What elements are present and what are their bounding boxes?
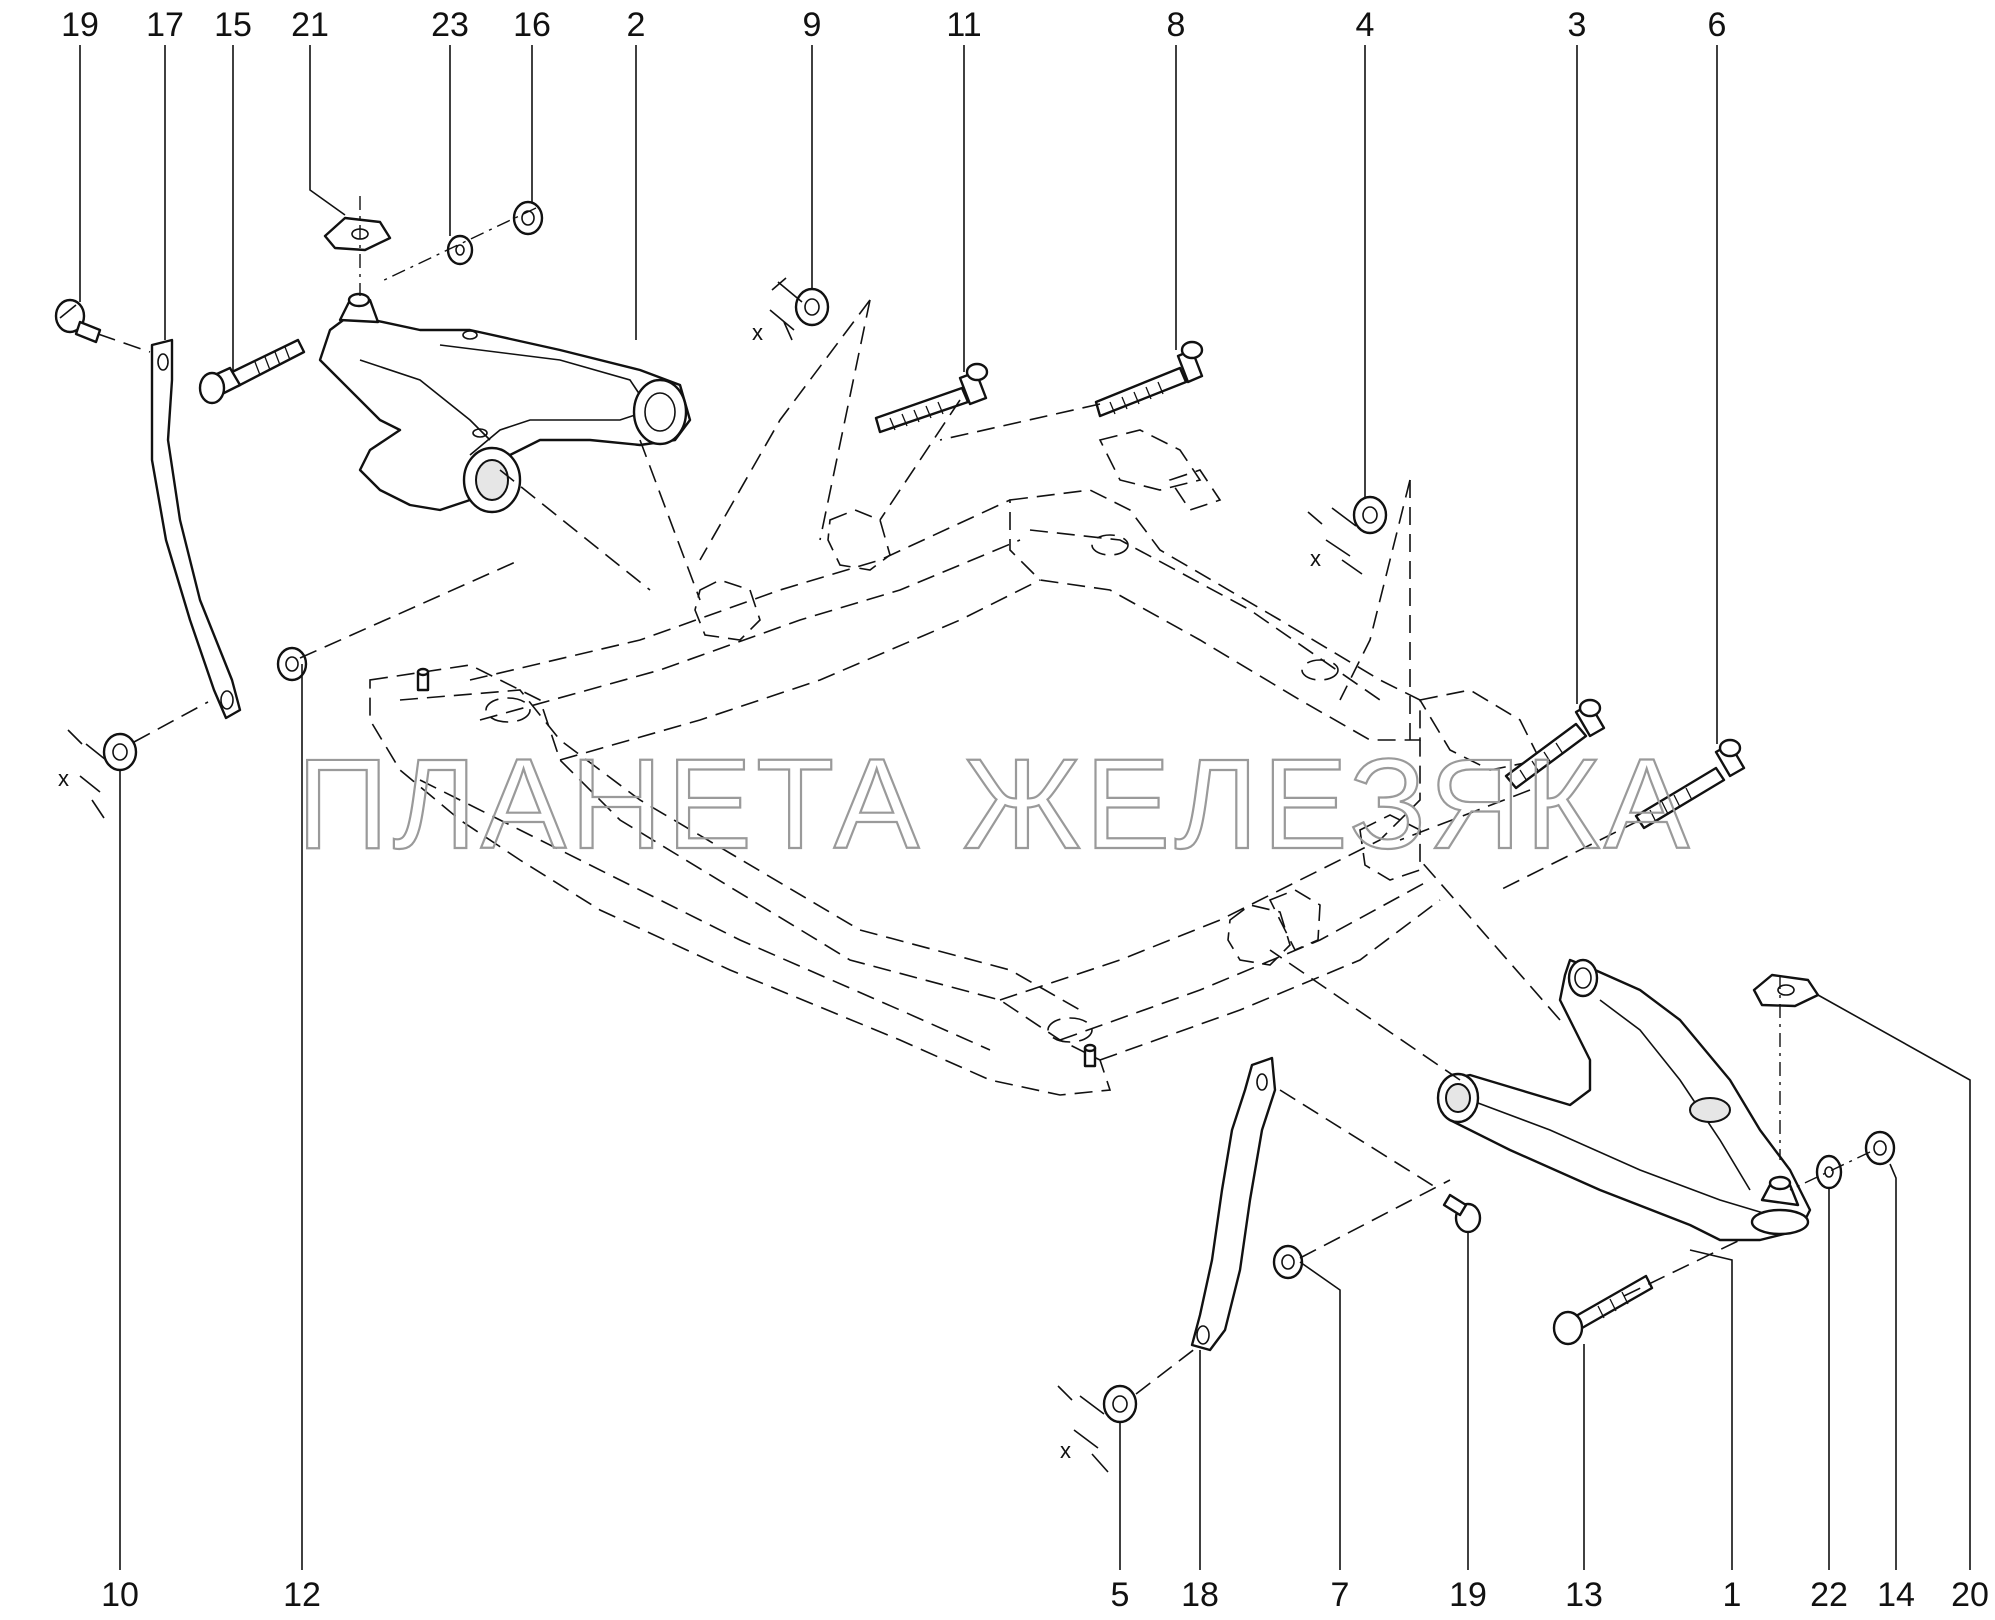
callout-leaders [79,45,1971,1570]
callout-label: 11 [946,6,981,44]
nut-5 [1102,1384,1138,1424]
callout-label: 13 [1565,1576,1603,1614]
dimension-label: x [1060,1438,1071,1463]
callout-label: 20 [1951,1576,1989,1614]
nut-12 [276,646,308,682]
nut-10 [102,732,138,772]
bolt-8 [1094,340,1204,418]
left-lower-control-arm [318,292,692,514]
bolt-13 [1552,1274,1654,1346]
dimension-mark-nut-10: x [58,729,107,819]
callout-label: 10 [101,1576,139,1614]
callout-label: 23 [431,6,469,44]
nut-14 [1864,1130,1896,1166]
right-lower-control-arm [1436,958,1812,1242]
dimension-mark-nut-4: x [1307,507,1363,575]
plate-21 [323,216,392,252]
dimension-marks: x x x x [58,277,1363,1473]
bolt-6 [1634,738,1746,830]
callout-label: 19 [61,6,99,44]
washer-23 [446,234,474,266]
bolt-3 [1504,698,1606,790]
callout-label: 6 [1708,6,1727,44]
nut-9 [794,287,830,327]
dimension-label: x [58,766,69,791]
callout-label: 22 [1810,1576,1848,1614]
left-stabilizer-link [150,338,242,720]
callout-label: 7 [1331,1576,1350,1614]
callout-label: 2 [627,6,646,44]
watermark: ПЛАНЕТА ЖЕЛЕЗЯКА [297,733,1693,876]
right-stabilizer-link [1190,1056,1277,1352]
callout-label: 18 [1181,1576,1219,1614]
dimension-mark-nut-5: x [1057,1385,1109,1473]
callout-label: 4 [1356,6,1375,44]
callout-label: 16 [513,6,551,44]
callout-label: 8 [1167,6,1186,44]
callouts-top: 19 17 15 21 23 16 2 9 11 8 4 3 6 [61,6,1726,44]
dimension-mark-nut-9: x [752,277,803,345]
nut-16 [512,200,544,236]
bolt-15 [198,338,306,405]
bolt-19-left [54,298,102,344]
callout-label: 9 [803,6,822,44]
plate-20 [1752,973,1820,1008]
callout-label: 3 [1568,6,1587,44]
nut-4 [1352,495,1388,535]
callout-label: 19 [1449,1576,1487,1614]
dimension-label: x [752,320,763,345]
washer-22 [1815,1154,1843,1190]
callout-label: 15 [214,6,252,44]
nut-7 [1272,1244,1304,1280]
callout-label: 14 [1877,1576,1915,1614]
bolt-11 [874,362,989,434]
callout-label: 5 [1111,1576,1130,1614]
subframe [369,429,1542,1096]
bolt-19-right [1442,1193,1482,1234]
callout-label: 1 [1723,1576,1742,1614]
callout-label: 12 [283,1576,321,1614]
assembly-lines [97,196,1871,1395]
callout-label: 17 [146,6,184,44]
dimension-label: x [1310,546,1321,571]
callout-label: 21 [291,6,329,44]
callouts-bottom: 10 12 5 18 7 19 13 1 22 14 20 [101,1576,1989,1614]
